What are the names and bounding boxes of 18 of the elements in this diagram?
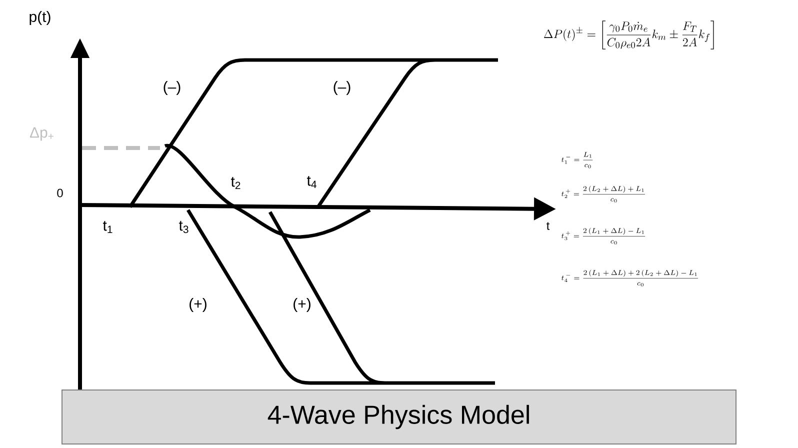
plot-label: (–) xyxy=(164,81,180,95)
axis-label: p(t) xyxy=(30,11,50,25)
plot-label: t$_{3}$ xyxy=(178,220,188,234)
formula: $\Delta P(t)^{\pm}=\left[\frac{\gamma_0 P_0 \dot{m}_e}{C_0\rho_{e0}2A}k_m \pm \frac{F_T}{2A}k_f\right]$ xyxy=(544,20,714,50)
plot-label: (+) xyxy=(190,298,206,312)
plot-label: (–) xyxy=(334,81,350,95)
formula: $t_3^{\,+}=\frac{2\left(L_1+\Delta L\right)-L_1}{c_0}$ xyxy=(562,228,646,244)
formula: $t_2^{\,+}=\frac{2\left(L_2+\Delta L\right)+L_1}{c_0}$ xyxy=(562,186,645,202)
plot-label: Δp$_{+}$ xyxy=(30,127,54,141)
plot-label: t$_{4}$ xyxy=(306,176,316,188)
formula: $t_4^{\,-}=\frac{2\left(L_1+\Delta L\right)+2\left(L_2+\Delta L\right)-L_1}{c_0}$ xyxy=(562,270,698,286)
plot-label: (+) xyxy=(294,298,310,312)
plot-label: t$_{1}$ xyxy=(102,221,112,233)
plot-label: t$_{2}$ xyxy=(230,176,240,190)
title-box: 4-Wave Physics Model xyxy=(62,390,736,444)
axis-label: t xyxy=(546,222,550,230)
formula: $t_1^{\,-}=\frac{L_1}{c_0}$ xyxy=(562,152,593,168)
plot-label: 0 xyxy=(57,188,63,198)
